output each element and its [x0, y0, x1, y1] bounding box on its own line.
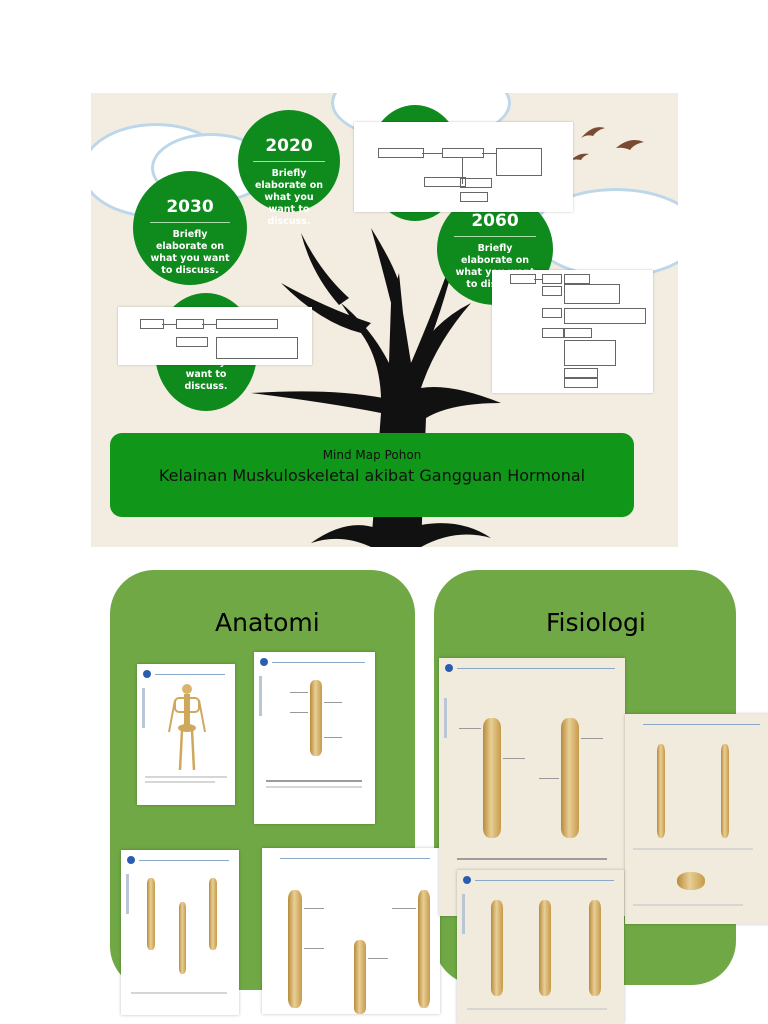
birds-illustration [571, 127, 644, 160]
physiology-page-lower-limb [457, 870, 624, 1024]
anatomy-page-humerus [254, 652, 375, 824]
banner-title: Kelainan Muskuloskeletal akibat Gangguan… [158, 466, 586, 485]
timeline-circle-2020: 2020 Briefly elaborate on what you want … [238, 110, 340, 227]
anatomy-title: Anatomi [215, 608, 320, 637]
timeline-circle-2030: 2030 Briefly elaborate on what you want … [133, 171, 247, 285]
title-banner: Mind Map Pohon Kelainan Muskuloskeletal … [110, 433, 634, 517]
timeline-year: 2020 [265, 136, 313, 156]
physiology-title: Fisiologi [546, 608, 646, 637]
timeline-year: 2030 [166, 197, 214, 217]
mind-map-thumbnail-right [492, 270, 653, 393]
banner-subtitle: Mind Map Pohon [322, 448, 422, 462]
mind-map-thumbnail-top [354, 122, 573, 212]
anatomy-page-leg-bones [121, 850, 239, 1015]
physiology-page-tibia [625, 714, 768, 924]
mind-map-slide: 2020 Briefly elaborate on what you want … [91, 93, 678, 547]
anatomy-page-skeleton [137, 664, 235, 805]
mind-map-thumbnail-left [118, 307, 312, 365]
timeline-year: 2060 [471, 211, 519, 231]
anatomy-page-radius-ulna [262, 848, 440, 1014]
timeline-description: Briefly elaborate on what you want to di… [150, 229, 230, 276]
skeleton-icon [168, 684, 206, 771]
timeline-description: Briefly elaborate on what you want to di… [254, 168, 324, 227]
